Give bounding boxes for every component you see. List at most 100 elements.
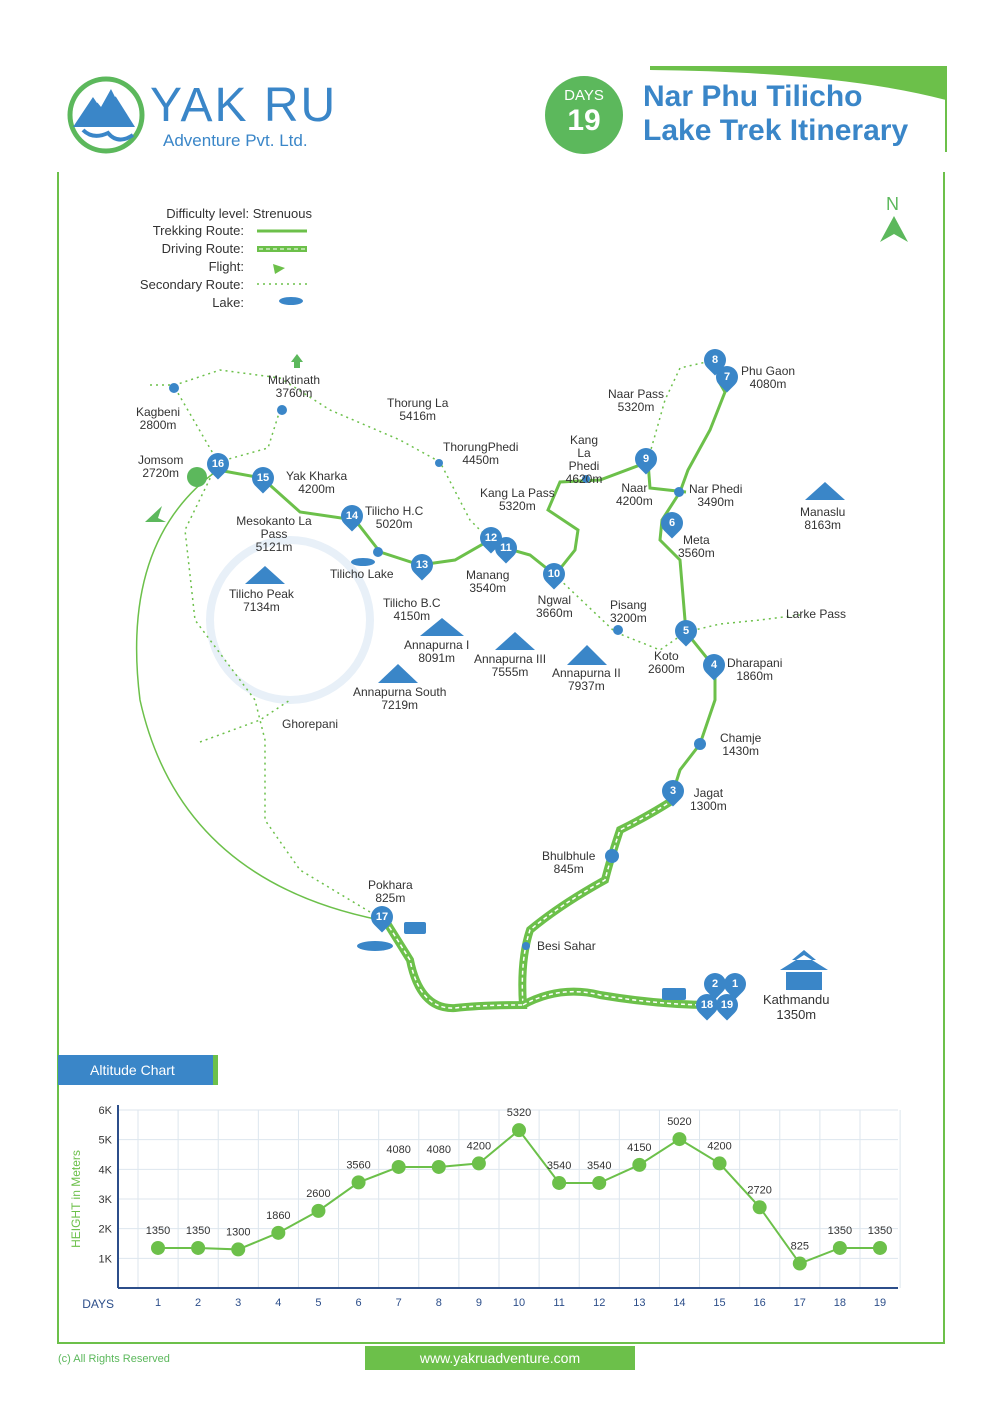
x-tick-label: 18 bbox=[834, 1297, 846, 1309]
x-tick-label: 11 bbox=[553, 1297, 564, 1309]
x-tick-label: 8 bbox=[436, 1297, 442, 1309]
altitude-point bbox=[752, 1200, 767, 1215]
stop-pin-16: 16 bbox=[202, 448, 234, 480]
legend-symbols bbox=[257, 229, 307, 305]
logo-icon bbox=[67, 76, 145, 154]
x-tick-label: 4 bbox=[275, 1297, 281, 1309]
x-axis-label: DAYS bbox=[82, 1297, 114, 1311]
y-axis-label: HEIGHT in Meters bbox=[69, 1150, 83, 1248]
legend-flight: Flight: bbox=[208, 259, 244, 274]
y-tick-label: 5K bbox=[99, 1135, 113, 1147]
altitude-value-label: 3540 bbox=[587, 1160, 611, 1172]
website-link[interactable]: www.yakruadventure.com bbox=[365, 1346, 635, 1370]
x-tick-label: 19 bbox=[874, 1297, 886, 1309]
altitude-value-label: 5320 bbox=[507, 1107, 531, 1119]
north-arrow-icon bbox=[880, 216, 908, 242]
altitude-value-label: 4200 bbox=[467, 1140, 491, 1152]
page-title-line2: Lake Trek Itinerary bbox=[643, 114, 909, 147]
altitude-point bbox=[712, 1156, 727, 1171]
x-tick-label: 13 bbox=[633, 1297, 645, 1309]
altitude-point bbox=[552, 1175, 567, 1190]
x-tick-label: 10 bbox=[513, 1297, 525, 1309]
x-tick-label: 16 bbox=[754, 1297, 766, 1309]
legend-driving: Driving Route: bbox=[161, 241, 244, 256]
days-badge: DAYS 19 bbox=[545, 76, 623, 154]
altitude-value-label: 1350 bbox=[146, 1225, 170, 1237]
y-tick-label: 4K bbox=[99, 1164, 113, 1176]
x-tick-label: 1 bbox=[155, 1297, 161, 1309]
x-tick-label: 6 bbox=[355, 1297, 361, 1309]
altitude-point bbox=[672, 1132, 687, 1147]
altitude-value-label: 4080 bbox=[386, 1144, 410, 1156]
x-tick-label: 17 bbox=[794, 1297, 806, 1309]
stop-pin-15: 15 bbox=[247, 462, 279, 494]
x-tick-label: 14 bbox=[673, 1297, 685, 1309]
legend-secondary: Secondary Route: bbox=[139, 277, 244, 292]
north-label: N bbox=[886, 194, 899, 214]
legend-difficulty: Difficulty level: Strenuous bbox=[166, 206, 312, 221]
stop-pin-10: 10 bbox=[538, 558, 570, 590]
altitude-point bbox=[191, 1240, 206, 1255]
x-tick-label: 9 bbox=[476, 1297, 482, 1309]
altitude-series-line bbox=[158, 1128, 880, 1265]
stop-pin-12: 12 bbox=[475, 522, 507, 554]
altitude-value-label: 1350 bbox=[868, 1225, 892, 1237]
y-tick-label: 6K bbox=[99, 1105, 113, 1117]
altitude-point bbox=[351, 1175, 366, 1190]
altitude-point bbox=[873, 1240, 887, 1255]
stop-pin-9: 9 bbox=[630, 443, 662, 475]
stop-pin-4: 4 bbox=[698, 649, 730, 681]
altitude-point bbox=[592, 1175, 607, 1190]
place-larke-pass: Larke Pass bbox=[786, 607, 847, 621]
altitude-point bbox=[151, 1240, 165, 1255]
x-tick-label: 12 bbox=[593, 1297, 605, 1309]
y-tick-label: 1K bbox=[99, 1253, 113, 1265]
altitude-chart-tab: Altitude Chart bbox=[58, 1055, 218, 1085]
altitude-point bbox=[471, 1156, 486, 1171]
place-tilicho-lake: Tilicho Lake bbox=[330, 567, 394, 581]
altitude-value-label: 3540 bbox=[547, 1160, 571, 1172]
legend-lake: Lake: bbox=[212, 295, 244, 310]
stop-pin-17: 17 bbox=[366, 901, 398, 933]
title-accent-shape bbox=[650, 66, 947, 152]
stop-pin-19: 19 bbox=[711, 989, 743, 1021]
altitude-point bbox=[231, 1242, 246, 1257]
altitude-value-label: 1860 bbox=[266, 1210, 290, 1222]
map-frame bbox=[57, 172, 945, 1344]
x-tick-label: 3 bbox=[235, 1297, 241, 1309]
route-map bbox=[135, 354, 845, 1013]
stop-pin-14: 14 bbox=[336, 500, 368, 532]
days-value: 19 bbox=[567, 104, 601, 137]
altitude-value-label: 1350 bbox=[186, 1225, 210, 1237]
altitude-point bbox=[832, 1240, 847, 1255]
altitude-value-label: 4200 bbox=[707, 1140, 731, 1152]
altitude-point bbox=[632, 1157, 647, 1172]
altitude-value-label: 2600 bbox=[306, 1188, 330, 1200]
altitude-point bbox=[391, 1159, 406, 1174]
altitude-value-label: 1350 bbox=[828, 1225, 852, 1237]
page-title-line1: Nar Phu Tilicho bbox=[643, 80, 863, 113]
place-ghorepani: Ghorepani bbox=[282, 717, 339, 731]
altitude-value-label: 3560 bbox=[346, 1159, 370, 1171]
